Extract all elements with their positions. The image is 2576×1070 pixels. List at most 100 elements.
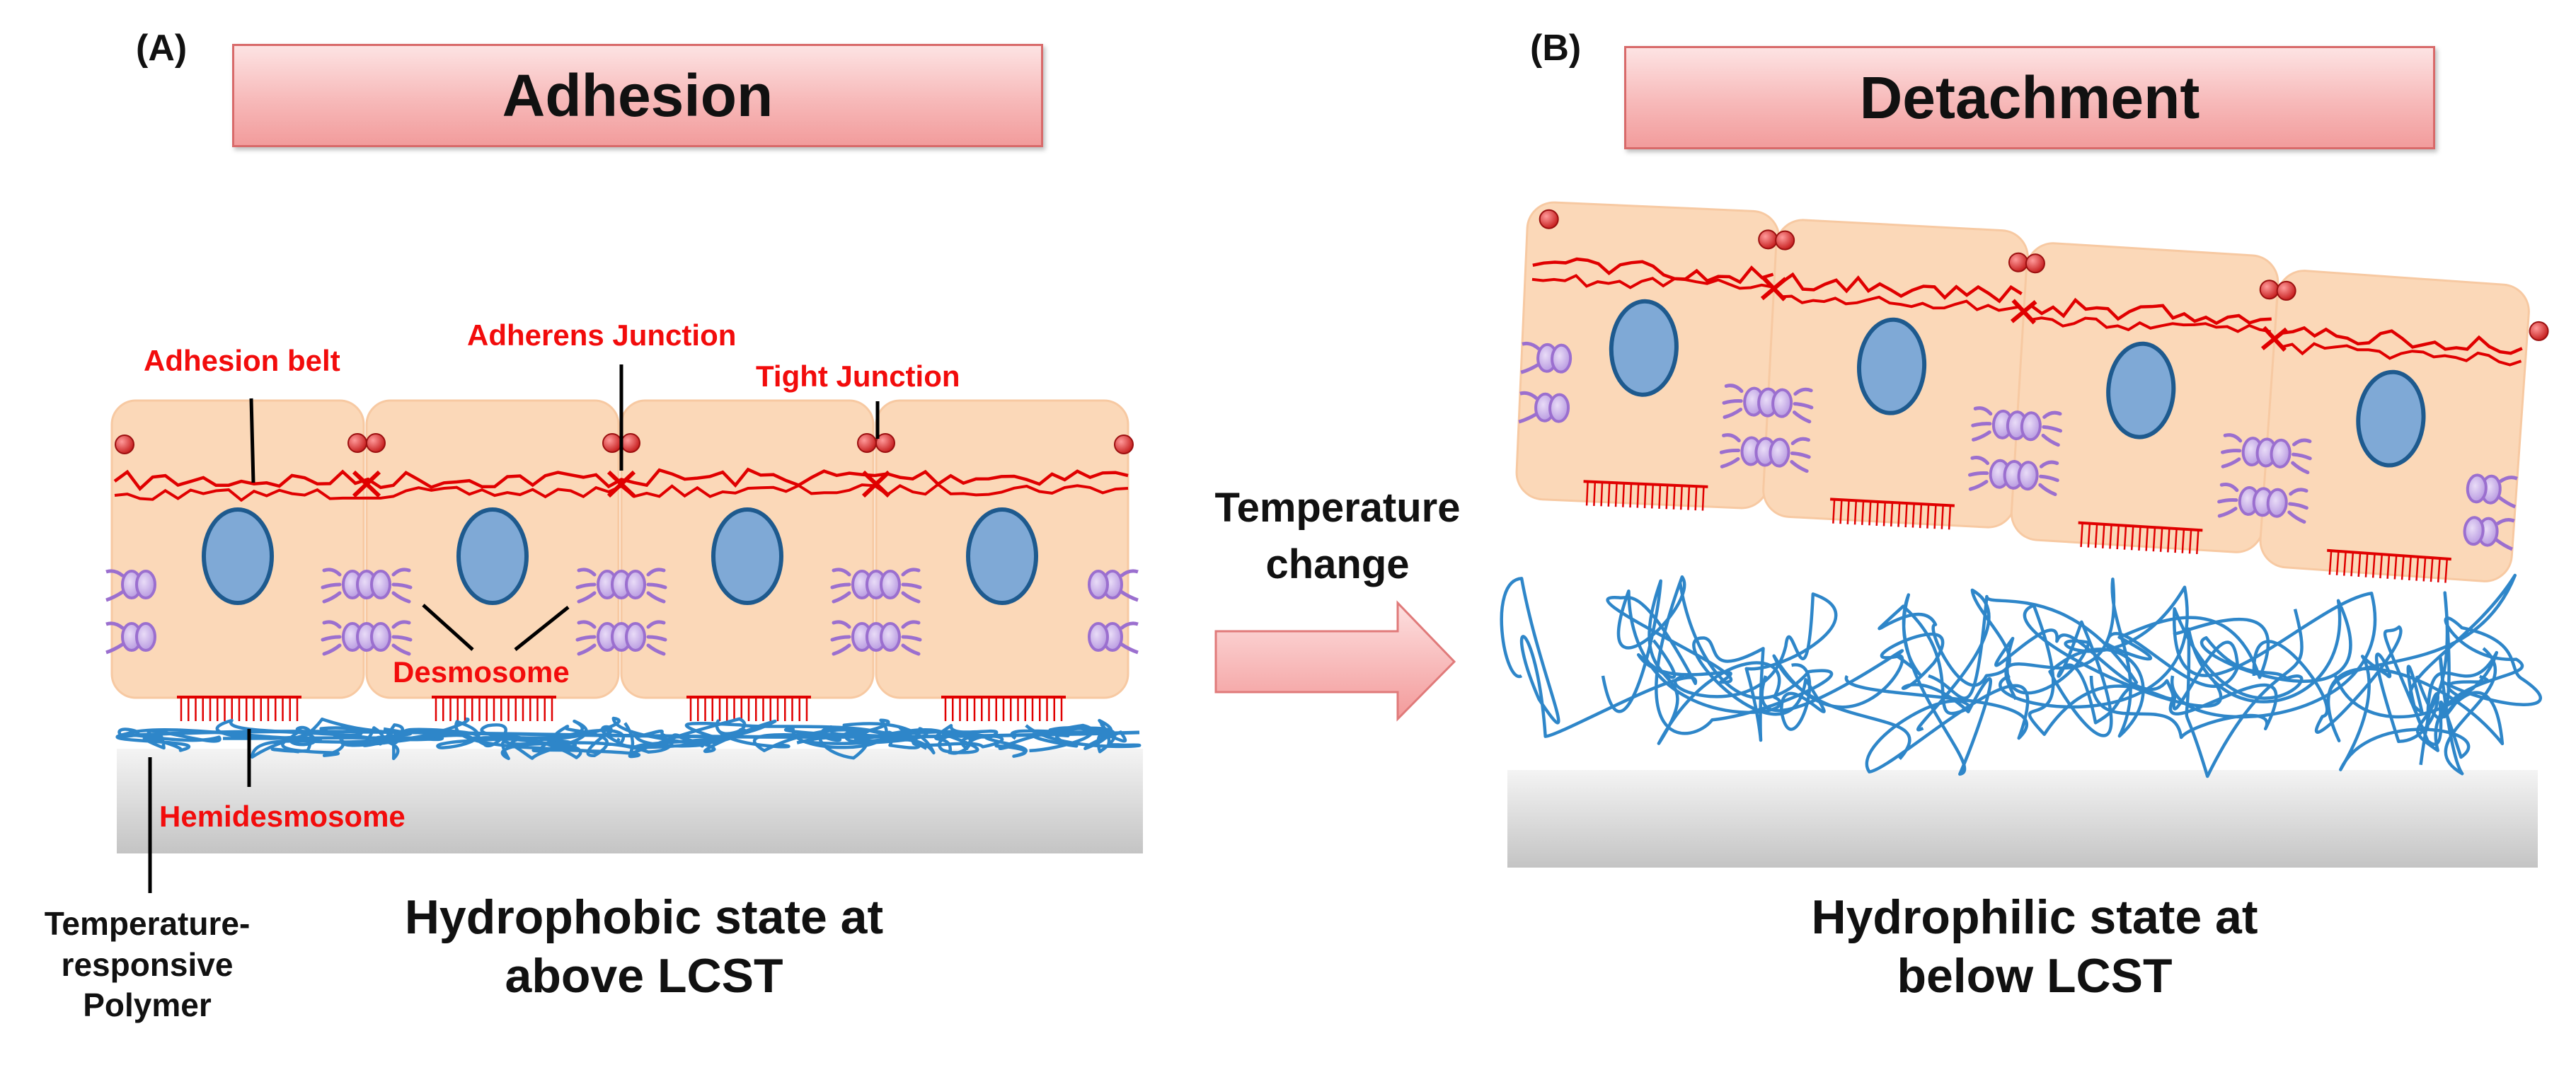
detachment-title: Detachment bbox=[1859, 64, 2200, 131]
hemidesmosome-b-1 bbox=[1583, 480, 1708, 511]
actin-b-bottom-1 bbox=[1531, 274, 1773, 290]
caption-b-line2: below LCST bbox=[1897, 948, 2173, 1003]
panel-b bbox=[1500, 201, 2549, 868]
nucleus-b-2 bbox=[1856, 317, 1927, 415]
polymer-a bbox=[115, 716, 1142, 761]
desmosome-a-2 bbox=[321, 620, 413, 656]
junction-ball-b-1 bbox=[1539, 209, 1559, 229]
actin-b-top-2 bbox=[1780, 272, 2023, 304]
polymer-a-strand-1 bbox=[115, 725, 317, 754]
junction-ball-b-5 bbox=[2025, 253, 2045, 274]
substrate-b bbox=[1507, 770, 2538, 868]
polymer-b-strand-2 bbox=[1601, 575, 1834, 745]
junction-ball-a-8 bbox=[1114, 435, 1134, 454]
label-polymer: Temperature- responsive Polymer bbox=[13, 904, 282, 1026]
hemidesmosome-a-1 bbox=[177, 696, 301, 721]
temperature-change-arrow bbox=[1214, 600, 1456, 722]
substrate-a bbox=[117, 749, 1143, 853]
nucleus-a-3 bbox=[711, 507, 783, 605]
desmosome-a-edge-3 bbox=[1088, 569, 1139, 602]
desmosome-a-3 bbox=[575, 568, 667, 604]
desmosome-b-edge-2 bbox=[1518, 391, 1570, 424]
label-polymer-line2: responsive bbox=[61, 945, 234, 983]
leader-lines-a bbox=[148, 364, 880, 893]
desmosome-a-1 bbox=[321, 568, 413, 604]
polymer-a-strand-main bbox=[121, 730, 1140, 739]
desmosome-b-edge-3 bbox=[2466, 473, 2518, 509]
nucleus-a-2 bbox=[456, 507, 529, 605]
desmosome-b-edge-1 bbox=[1520, 341, 1572, 374]
detachment-title-box: Detachment bbox=[1624, 46, 2435, 149]
adherens-junction-b-1 bbox=[1760, 275, 1788, 301]
nucleus-a-1 bbox=[202, 507, 274, 605]
arrow-label-line1: Temperature bbox=[1214, 485, 1461, 531]
junction-ball-b-3 bbox=[1775, 230, 1795, 251]
cell-layer-b bbox=[1515, 201, 2549, 583]
junction-ball-a-6 bbox=[857, 433, 877, 453]
polymer-b-strand-3 bbox=[1673, 592, 1838, 742]
hemidesmosome-b-2 bbox=[1830, 497, 1955, 530]
polymer-b-strand-6 bbox=[1928, 577, 2145, 738]
actin-b-bottom-4 bbox=[2280, 342, 2522, 367]
nucleus-b-4 bbox=[2356, 369, 2426, 468]
caption-a-line1: Hydrophobic state at bbox=[404, 890, 884, 944]
desmosome-a-6 bbox=[830, 620, 922, 656]
label-hemidesmosome: Hemidesmosome bbox=[159, 800, 406, 833]
hemidesmosome-b-3 bbox=[2078, 521, 2203, 555]
polymer-b-strand-12 bbox=[2415, 591, 2542, 776]
actin-b-bottom-2 bbox=[1780, 294, 2022, 312]
label-adhesion-belt: Adhesion belt bbox=[144, 344, 340, 377]
hemidesmosome-a-2 bbox=[432, 696, 556, 721]
nucleus-a-4 bbox=[966, 507, 1038, 605]
polymer-b-strand-1 bbox=[1500, 577, 1733, 738]
junction-ball-b-2 bbox=[1758, 229, 1778, 250]
actin-b-top-4 bbox=[2282, 326, 2523, 355]
desmosome-a-5 bbox=[830, 568, 922, 604]
cell-b-group-2 bbox=[1719, 219, 2029, 530]
junction-ball-a-5 bbox=[621, 433, 640, 453]
polymer-b bbox=[1500, 573, 2542, 778]
polymer-a-strand-6 bbox=[616, 717, 790, 755]
cell-b-group-1 bbox=[1515, 201, 1781, 511]
polymer-b-strand-7 bbox=[1994, 585, 2223, 736]
caption-b-line1: Hydrophilic state at bbox=[1811, 890, 2258, 944]
junction-ball-b-7 bbox=[2276, 280, 2296, 301]
desmosome-b-5 bbox=[2221, 433, 2312, 475]
desmosome-a-edge-4 bbox=[1088, 621, 1139, 655]
actin-b-top-3 bbox=[2030, 297, 2272, 326]
desmosome-a-edge-1 bbox=[105, 569, 156, 602]
panel-a bbox=[105, 364, 1143, 893]
cell-b-group-4 bbox=[2217, 270, 2549, 583]
caption-a: Hydrophobic state at above LCST bbox=[368, 888, 920, 1006]
junction-ball-b-9 bbox=[2529, 321, 2549, 341]
adhesion-title-box: Adhesion bbox=[232, 44, 1043, 147]
adherens-junction-a-2 bbox=[606, 470, 636, 498]
junction-ball-a-1 bbox=[115, 435, 134, 454]
adhesion-title: Adhesion bbox=[502, 62, 774, 129]
actin-b-bottom-3 bbox=[2030, 316, 2272, 333]
desmosome-b-6 bbox=[2217, 482, 2308, 524]
hemidesmosome-a-3 bbox=[686, 696, 811, 721]
cell-b-group-3 bbox=[1967, 242, 2279, 555]
desmosome-b-3 bbox=[1971, 406, 2063, 447]
desmosome-b-edge-4 bbox=[2463, 516, 2515, 551]
nucleus-b-1 bbox=[1609, 299, 1679, 397]
adherens-junction-b-3 bbox=[2260, 326, 2288, 352]
label-adherens-junction: Adherens Junction bbox=[467, 318, 737, 352]
polymer-a-strand-8 bbox=[807, 722, 979, 755]
adherens-junction-a-3 bbox=[861, 470, 891, 498]
adherens-junction-a-1 bbox=[352, 470, 381, 498]
caption-b: Hydrophilic state at below LCST bbox=[1755, 888, 2314, 1006]
polymer-b-strand-11 bbox=[2326, 573, 2517, 746]
label-polymer-line1: Temperature- bbox=[44, 905, 251, 942]
junction-ball-a-3 bbox=[366, 433, 386, 453]
junction-ball-b-4 bbox=[2008, 252, 2028, 272]
hemidesmosome-b-4 bbox=[2327, 548, 2451, 583]
actin-b-top-1 bbox=[1532, 257, 1774, 284]
hemidesmosome-a-4 bbox=[941, 696, 1066, 721]
arrow-label-line2: change bbox=[1265, 541, 1410, 588]
junction-ball-a-4 bbox=[602, 433, 622, 453]
desmosome-a-4 bbox=[575, 620, 667, 656]
desmosome-a-edge-2 bbox=[105, 621, 156, 655]
